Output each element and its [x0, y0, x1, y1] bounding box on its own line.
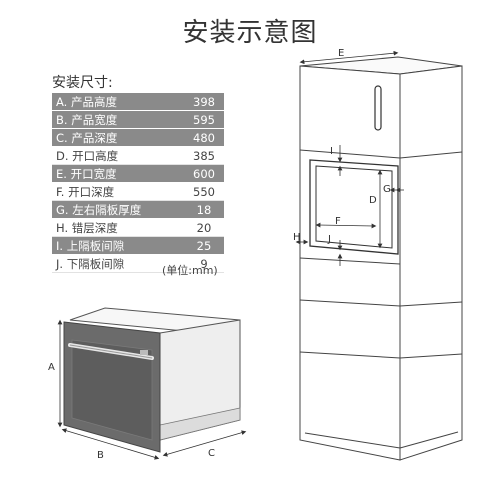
spec-name: C. 产品深度: [56, 130, 118, 145]
dimension-a-label: A: [48, 362, 55, 373]
lower-edge-1: [299, 257, 401, 265]
spec-value: 20: [196, 220, 212, 235]
spec-value: 600: [193, 166, 215, 181]
lower-front-edge-2: [399, 301, 463, 307]
dimension-i-label: I: [330, 146, 333, 157]
spec-row-h: H. 错层深度 20: [52, 219, 224, 237]
table-heading: 安装尺寸:: [52, 75, 113, 91]
dimension-g-label: G: [383, 184, 391, 195]
spec-row-c: C. 产品深度 480: [52, 129, 224, 147]
spec-value: 9: [200, 256, 208, 271]
upper-door-edge-front: [399, 151, 463, 159]
lower-front-edge-3: [399, 353, 463, 359]
spec-row-g: G. 左右隔板厚度 18: [52, 201, 224, 219]
spec-row-d: D. 开口高度 385: [52, 147, 224, 165]
spec-row-b: B. 产品宽度 595: [52, 111, 224, 129]
spec-name: H. 错层深度: [56, 220, 118, 235]
spec-row-j: J. 下隔板间隙 9: [52, 255, 224, 273]
spec-value: 595: [193, 112, 215, 127]
spec-name: A. 产品高度: [56, 94, 117, 109]
dimension-h-label: H: [293, 232, 301, 243]
dimension-f-line: [315, 222, 377, 229]
dimension-c-label: C: [208, 448, 215, 459]
lower-edge-2: [299, 299, 401, 307]
oven-niche-inner: [315, 165, 393, 249]
spec-name: I. 上隔板间隙: [56, 238, 125, 253]
dimension-c-line: [162, 430, 247, 457]
dimension-e-line: [299, 50, 399, 65]
upper-door-handle[interactable]: [374, 85, 382, 131]
spec-value: 480: [193, 130, 215, 145]
spec-value: 385: [193, 148, 215, 163]
spec-row-a: A. 产品高度 398: [52, 93, 224, 111]
spec-name: J. 下隔板间隙: [56, 256, 125, 271]
page-title: 安装示意图: [182, 18, 318, 48]
spec-name: F. 开口深度: [56, 184, 115, 199]
cabinet-plinth-line-front: [399, 431, 459, 449]
cabinet-plinth-line: [304, 432, 401, 449]
upper-door-edge-side: [299, 149, 401, 159]
spec-name: G. 左右隔板厚度: [56, 202, 142, 217]
spec-value: 398: [193, 94, 215, 109]
oven-knob: [140, 350, 148, 355]
spec-row-e: E. 开口宽度 600: [52, 165, 224, 183]
oven-illustration: [63, 307, 241, 453]
spec-row-f: F. 开口深度 550: [52, 183, 224, 201]
spec-value: 18: [196, 202, 212, 217]
dimension-d-label: D: [369, 195, 377, 206]
unit-note: (单位:mm): [162, 264, 218, 277]
spec-row-i: I. 上隔板间隙 25: [52, 237, 224, 255]
oven-niche-outer: [309, 159, 399, 255]
cabinet-front: [399, 65, 463, 461]
dimension-e-label: E: [338, 48, 344, 59]
spec-value: 25: [196, 238, 212, 253]
spec-name: D. 开口高度: [56, 148, 119, 163]
dimension-b-line: [61, 428, 160, 460]
dimension-f-label: F: [335, 216, 341, 227]
lower-edge-3: [299, 351, 401, 359]
spec-value: 550: [193, 184, 215, 199]
tall-cabinet: [299, 56, 463, 461]
dimension-b-label: B: [97, 450, 104, 461]
spec-name: B. 产品宽度: [56, 112, 118, 127]
spec-name: E. 开口宽度: [56, 166, 117, 181]
oven-handle-edge: [69, 344, 153, 359]
spec-table: A. 产品高度 398 B. 产品宽度 595 C. 产品深度 480 D. 开…: [52, 93, 224, 273]
dimension-j-label: J: [327, 234, 331, 245]
